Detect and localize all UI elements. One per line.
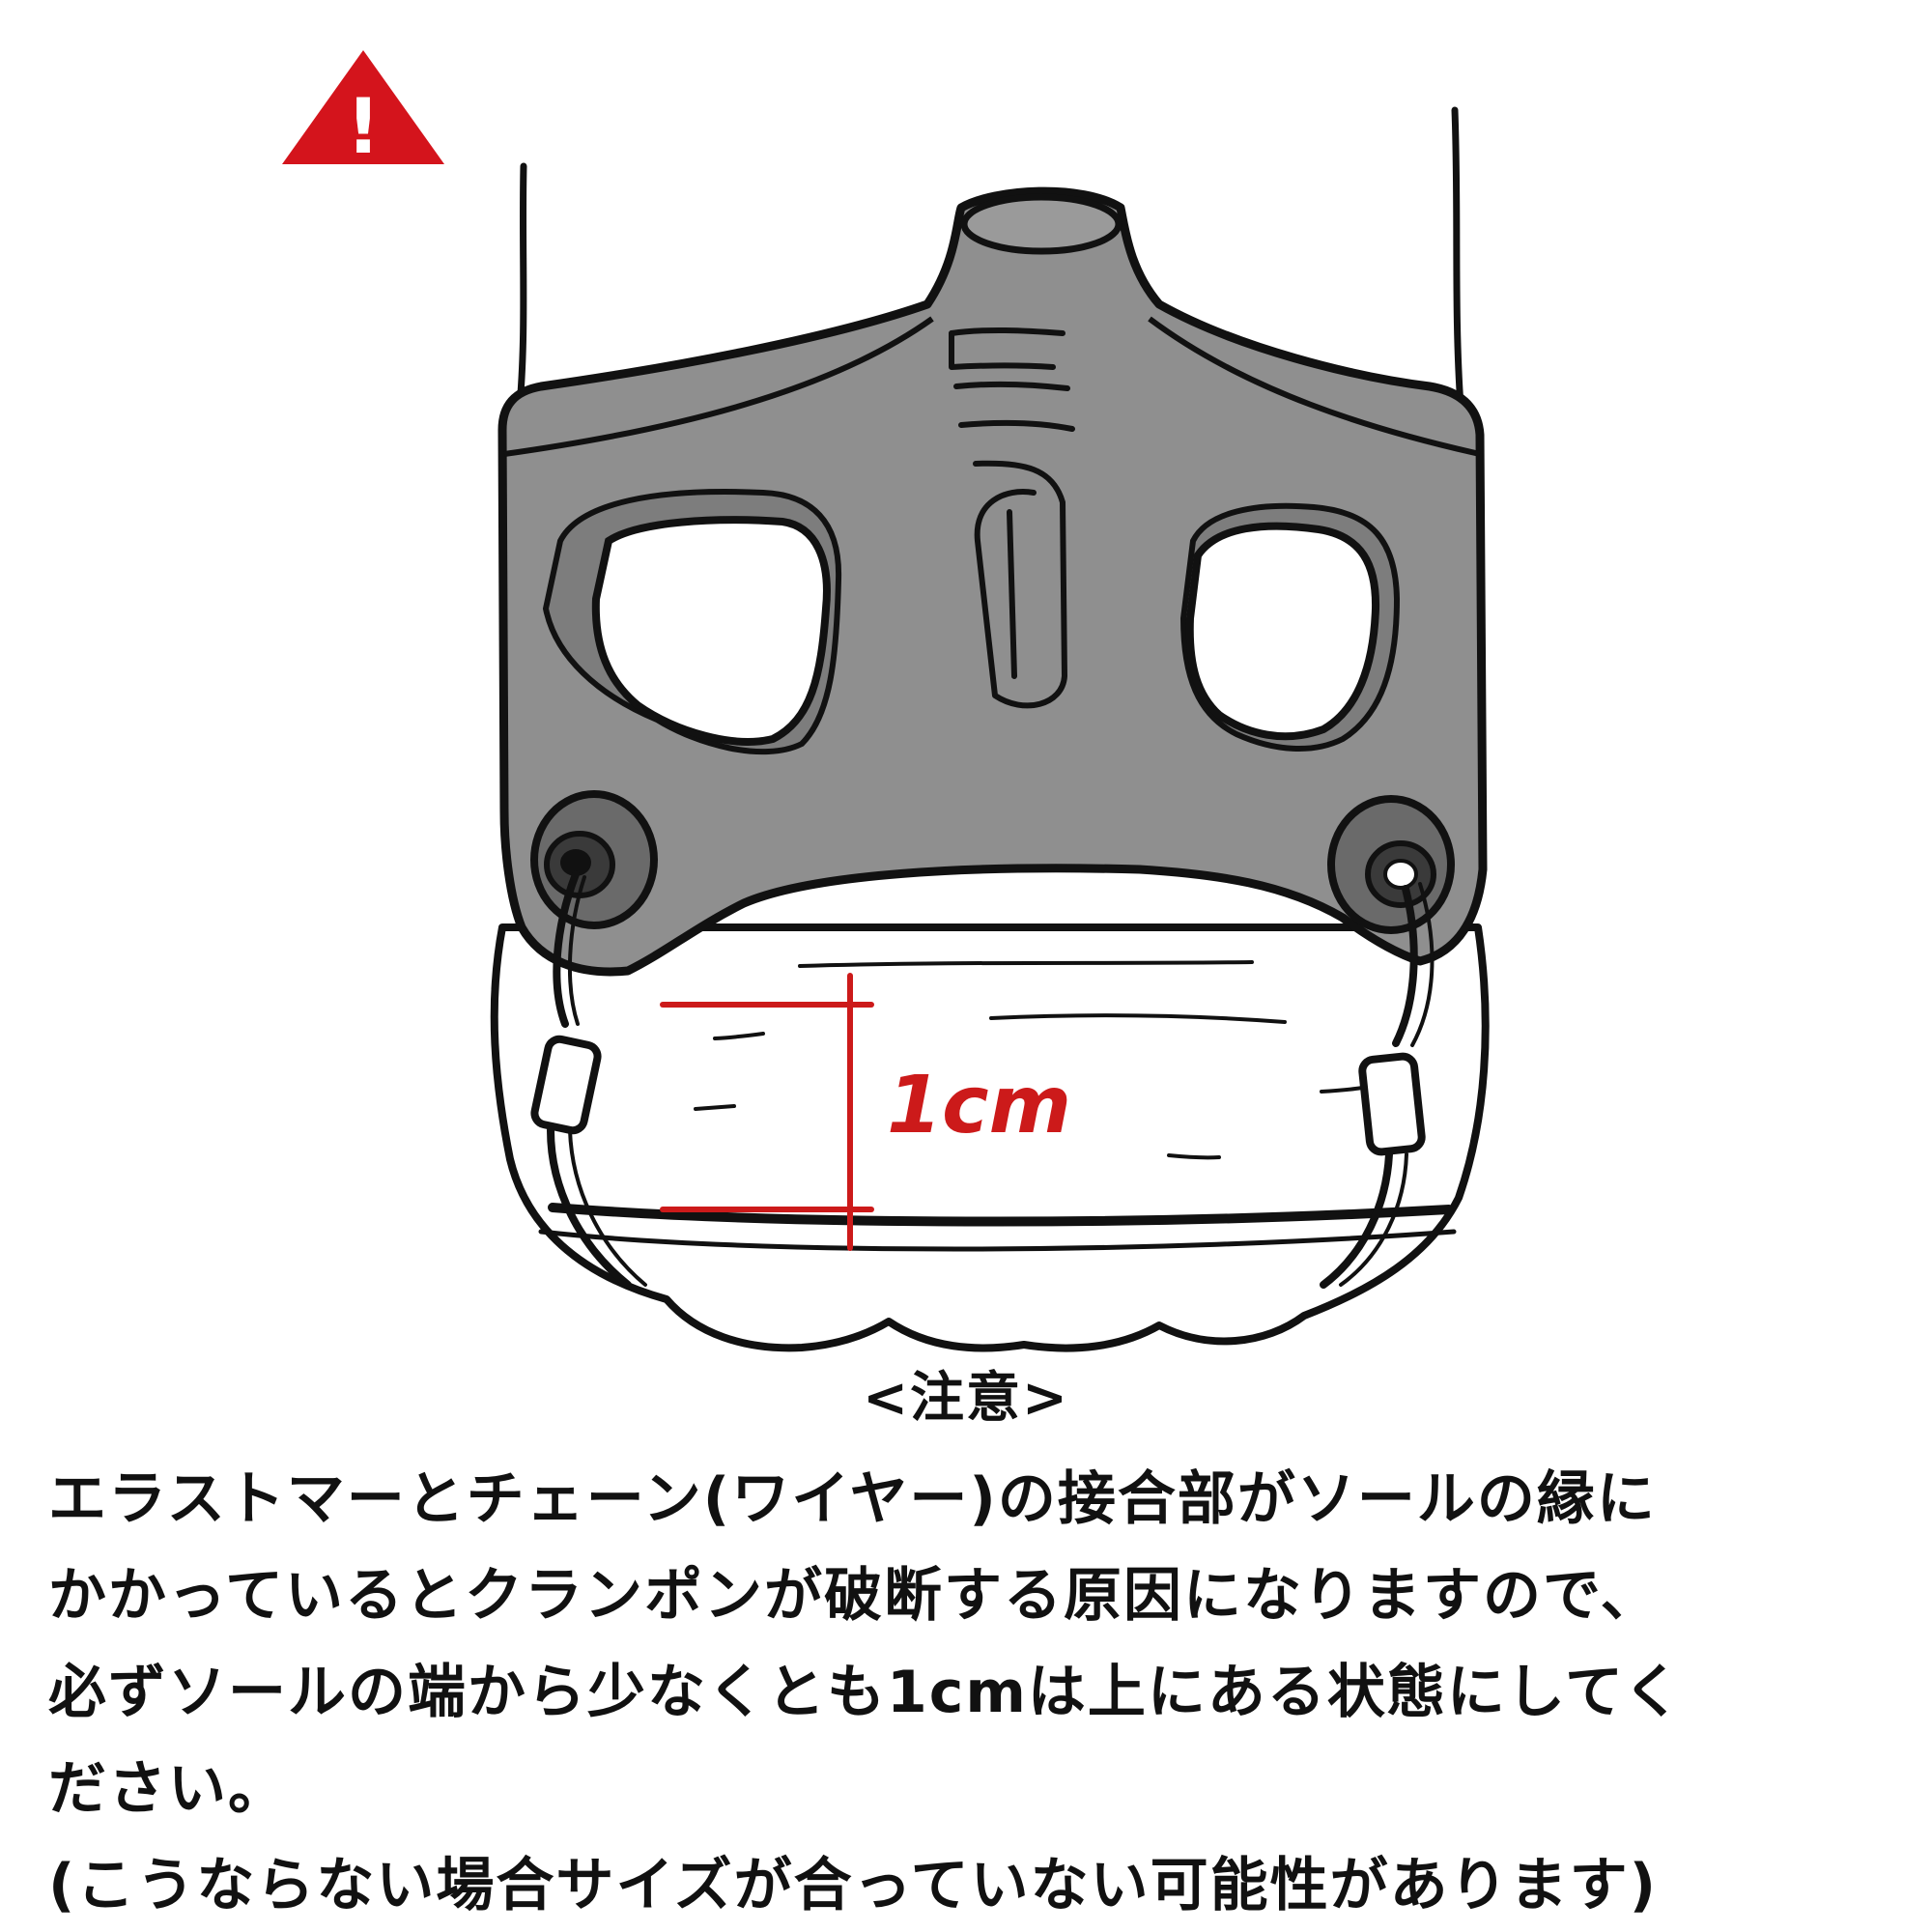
measurement-marker	[660, 973, 874, 1251]
caption-line: (こうならない場合サイズが合っていない可能性があります)	[48, 1852, 1659, 1919]
plate-upper-outline	[503, 316, 1481, 457]
plate-post-top	[960, 193, 1122, 255]
right-grommet	[1327, 795, 1455, 934]
caption-line: 必ずソールの端から少なくとも1cmは上にある状態にしてく	[48, 1659, 1684, 1726]
boot-shaft-right-line	[1451, 106, 1464, 410]
right-wire-connector	[1320, 882, 1435, 1289]
caption-block: <注意> エラストマーとチェーン(ワイヤー)の接合部がソールの縁に かかっている…	[0, 1372, 1932, 1932]
caption-title: <注意>	[863, 1367, 1069, 1430]
warning-icon: !	[282, 50, 444, 171]
sole-welt-line	[548, 1203, 1454, 1227]
harness-plate	[497, 186, 1488, 977]
caption-body: エラストマーとチェーン(ワイヤー)の接合部がソールの縁に かかっているとクランポ…	[48, 1451, 1903, 1932]
plate-right-window	[1185, 522, 1380, 741]
measurement-label: 1cm	[887, 1060, 1071, 1151]
left-grommet	[530, 790, 658, 929]
caption-line: エラストマーとチェーン(ワイヤー)の接合部がソールの縁に	[48, 1465, 1657, 1533]
plate-left-window	[591, 516, 831, 746]
crampon-harness-illustration: !	[282, 50, 1490, 1352]
left-wire-connector	[530, 870, 647, 1289]
caption-line: ださい。	[48, 1755, 288, 1823]
warning-exclamation: !	[346, 84, 381, 171]
warning-triangle	[282, 50, 444, 164]
sole-lower-edge	[538, 1229, 1457, 1252]
toe-sketch-strokes	[694, 960, 1364, 1160]
plate-logo-emboss	[949, 327, 1075, 709]
boot-shaft-left-line	[516, 162, 527, 410]
caption-line: かかっているとクランポンが破断する原因になりますので、	[48, 1562, 1661, 1630]
